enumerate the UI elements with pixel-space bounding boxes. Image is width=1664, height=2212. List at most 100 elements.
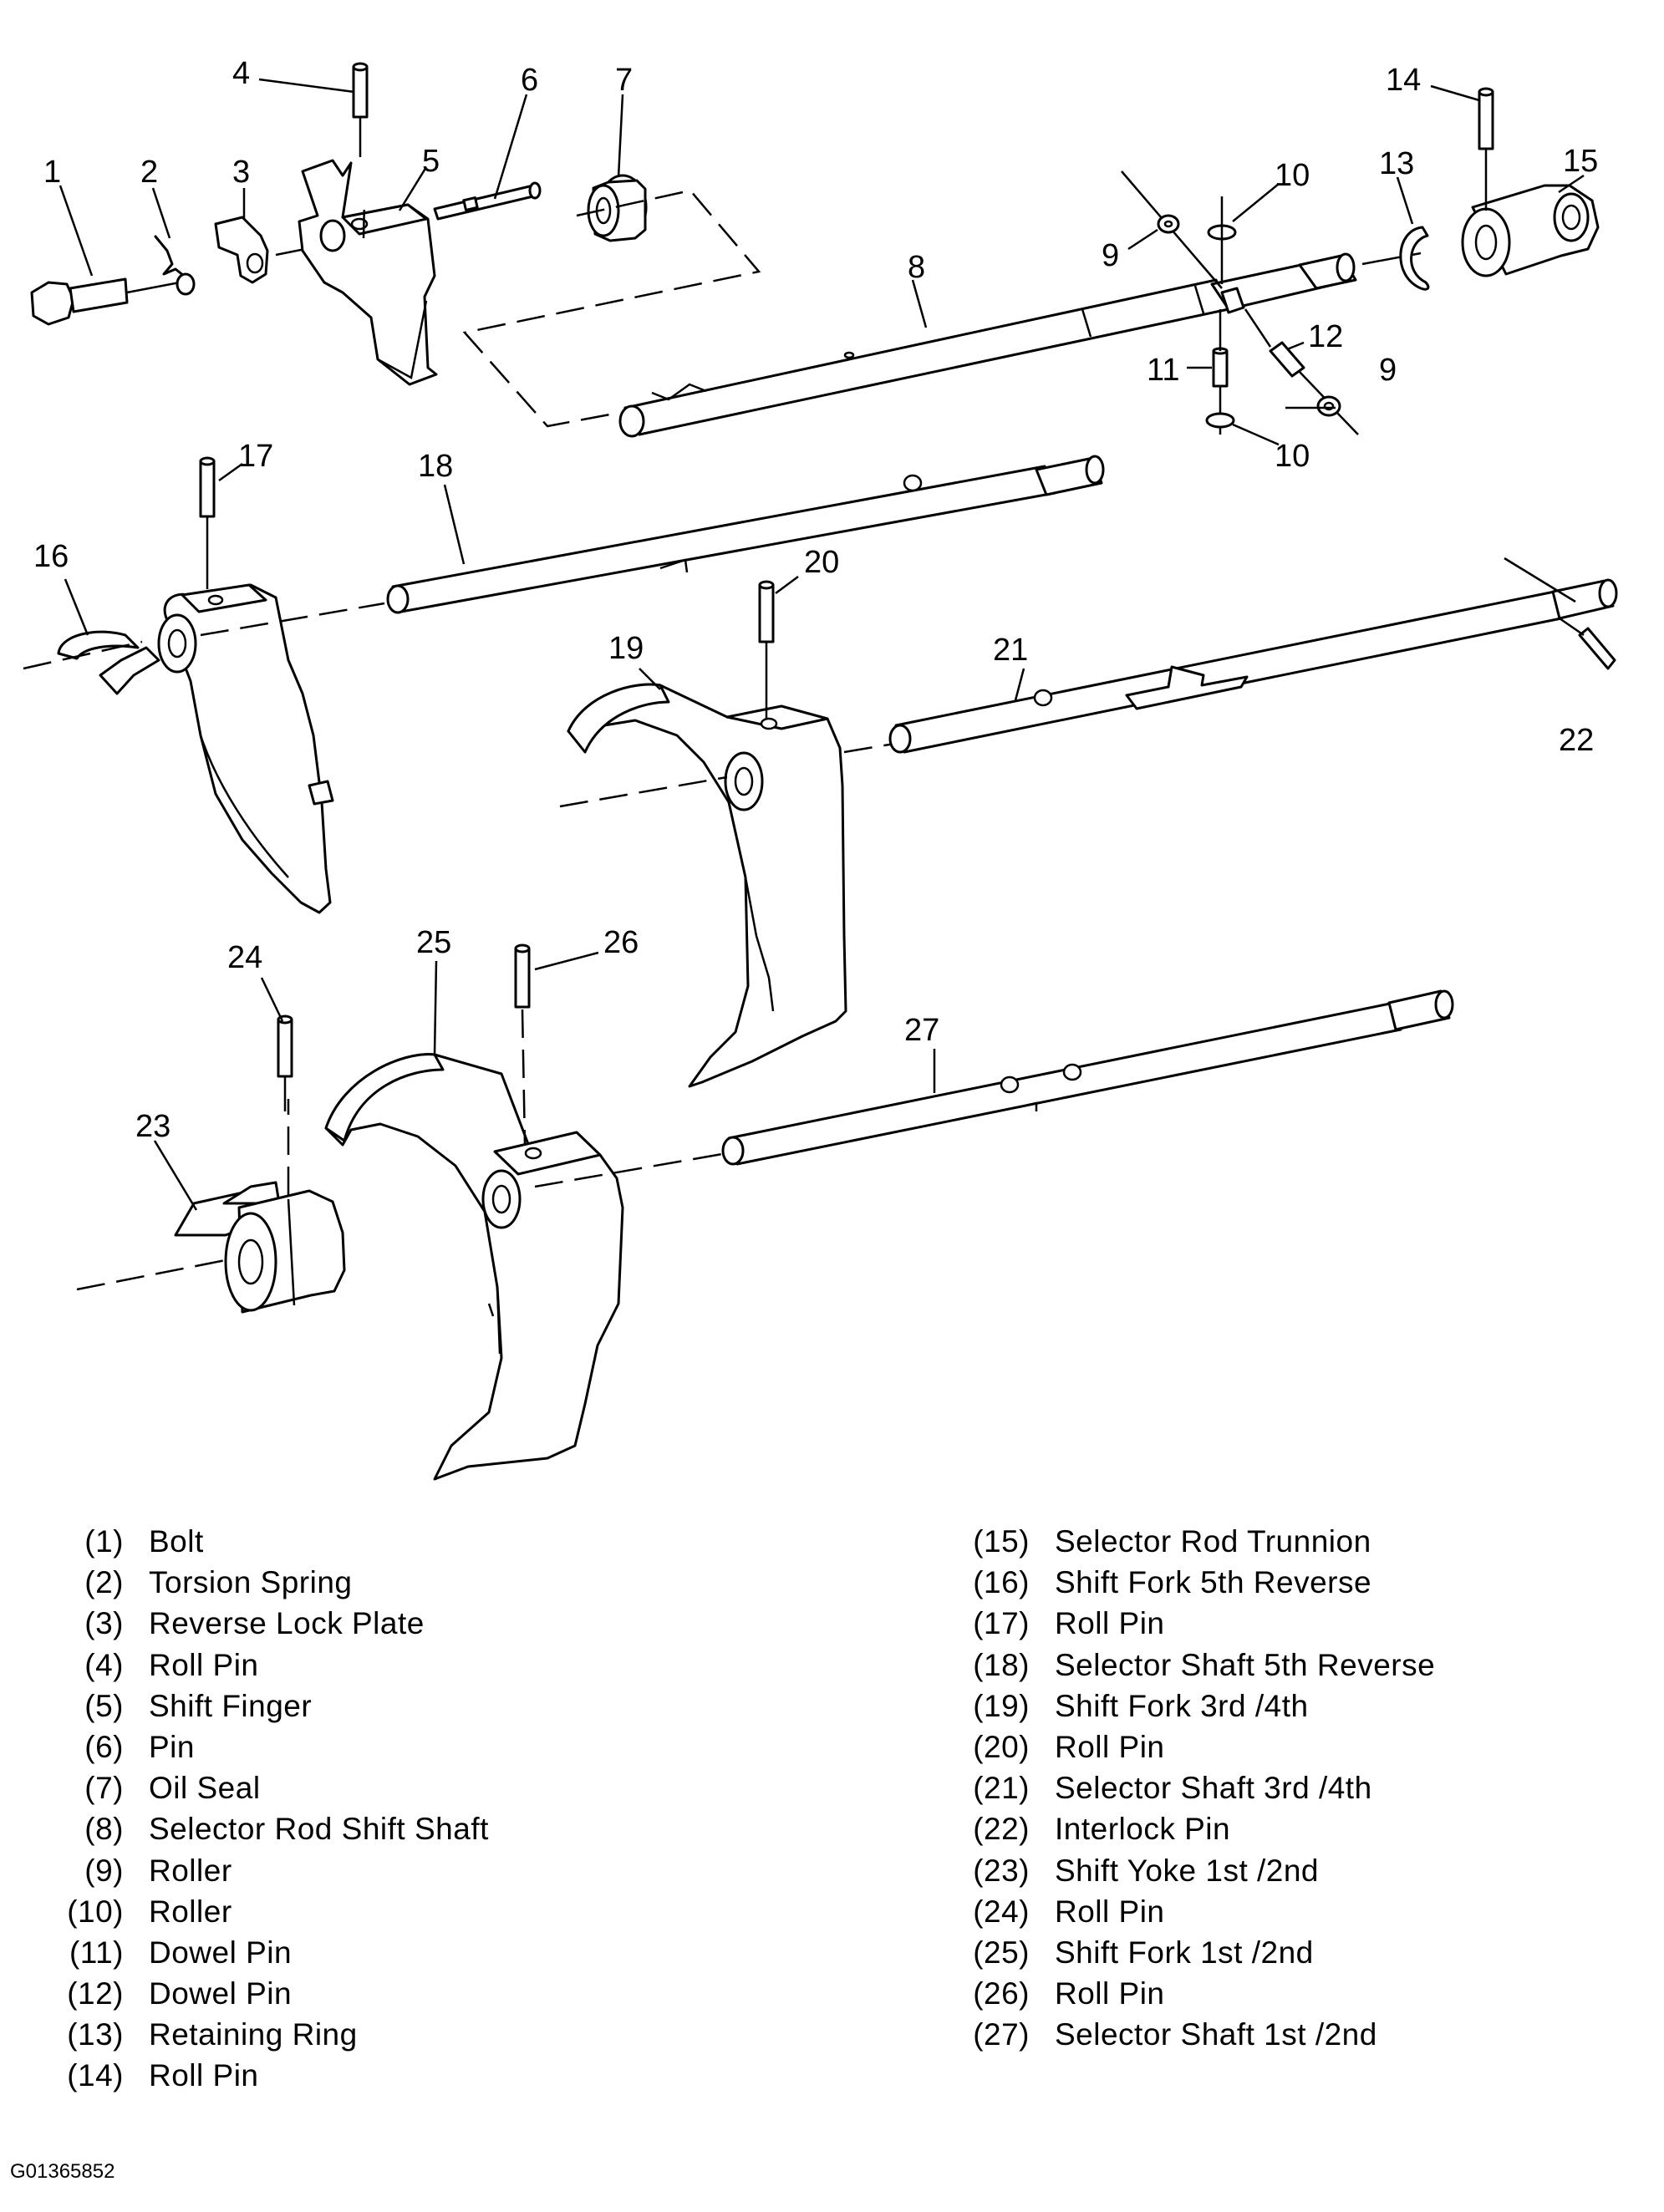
callout-21: 21 (993, 633, 1028, 668)
callout-11: 11 (1147, 353, 1179, 388)
legend-number: (1) (84, 1524, 124, 1559)
legend-item: (9) Roller (37, 1850, 489, 1891)
roller-9-upper-part (1157, 214, 1180, 234)
parts-legend-left: (1) Bolt (2) Torsion Spring (3)Reverse Loc… (37, 1521, 489, 2097)
callout-26: 26 (603, 925, 639, 960)
figure-id: G01365852 (10, 2160, 115, 2183)
legend-item: (6)Pin (37, 1726, 489, 1767)
legend-number: (8) (84, 1812, 124, 1847)
legend-item: (11)Dowel Pin (37, 1932, 489, 1973)
legend-label: Roller (149, 1853, 232, 1888)
legend-item: (22)Interlock Pin (943, 1808, 1435, 1849)
legend-number: (2) (84, 1565, 124, 1600)
parts-legend-right: (15) Selector Rod Trunnion (16) Shift Fork… (943, 1521, 1435, 2055)
selector-rod-trunnion-part (1461, 184, 1600, 277)
legend-item: (2) Torsion Spring (37, 1562, 489, 1603)
roll-pin-17-part (199, 456, 216, 518)
legend-item: (25)Shift Fork 1st /2nd (943, 1932, 1435, 1973)
callout-1: 1 (43, 155, 61, 190)
callout-25: 25 (416, 925, 451, 960)
legend-label: Roll Pin (1055, 1729, 1165, 1764)
legend-item: (26) Roll Pin (943, 1973, 1435, 2014)
legend-label: Dowel Pin (149, 1935, 293, 1970)
legend-number: (16) (973, 1565, 1030, 1600)
legend-item: (1) Bolt (37, 1521, 489, 1562)
callout-14: 14 (1386, 63, 1421, 98)
legend-label: Retaining Ring (149, 2017, 358, 2052)
legend-item: (14)Roll Pin (37, 2055, 489, 2096)
callout-17: 17 (238, 439, 273, 474)
legend-item: (10) Roller (37, 1891, 489, 1932)
callout-12: 12 (1308, 319, 1343, 354)
legend-number: (20) (973, 1729, 1030, 1764)
legend-item: (19)Shift Fork 3rd /4th (943, 1686, 1435, 1726)
legend-item: (3)Reverse Lock Plate (37, 1603, 489, 1644)
legend-item: (5) Shift Finger (37, 1686, 489, 1726)
legend-number: (5) (84, 1688, 124, 1723)
roll-pin-4-part (352, 62, 369, 119)
shift-yoke-1st-2nd-part (174, 1181, 346, 1314)
bolt-part (30, 277, 129, 326)
callout-6: 6 (521, 63, 538, 98)
callout-8: 8 (908, 250, 925, 285)
legend-number: (15) (973, 1524, 1030, 1559)
callout-18: 18 (418, 449, 453, 484)
legend-label: Shift Fork 5th Reverse (1055, 1565, 1372, 1600)
legend-item: (13) Retaining Ring (37, 2014, 489, 2055)
callout-9a: 9 (1102, 238, 1119, 273)
retaining-ring-part (1399, 226, 1430, 291)
callout-23: 23 (135, 1109, 170, 1144)
shift-fork-5th-reverse-part (57, 583, 334, 914)
legend-item: (20) Roll Pin (943, 1726, 1435, 1767)
dowel-pin-11-part (1212, 347, 1229, 388)
legend-label: Roll Pin (1055, 1976, 1165, 2011)
roll-pin-24-part (277, 1014, 293, 1078)
legend-number: (4) (84, 1647, 124, 1682)
legend-item: (23)Shift Yoke 1st /2nd (943, 1850, 1435, 1891)
legend-label: Dowel Pin (149, 1976, 293, 2011)
legend-item: (27)Selector Shaft 1st /2nd (943, 2014, 1435, 2055)
legend-label: Selector Shaft 5th Reverse (1055, 1647, 1436, 1682)
legend-number: (9) (84, 1853, 124, 1888)
shift-mechanism-exploded-view: 1 2 3 4 5 6 7 8 9 9 10 10 11 12 13 14 15… (23, 56, 1618, 1481)
callout-2: 2 (140, 155, 158, 190)
callout-24: 24 (227, 940, 262, 975)
legend-item: (16) Shift Fork 5th Reverse (943, 1562, 1435, 1603)
callout-4: 4 (232, 56, 250, 91)
callout-10b: 10 (1275, 439, 1310, 474)
roller-9-lower-part (1316, 395, 1341, 417)
legend-label: Torsion Spring (149, 1565, 353, 1600)
legend-label: Selector Shaft 3rd /4th (1055, 1771, 1372, 1806)
selector-shaft-1st-2nd-part (721, 989, 1454, 1166)
legend-item: (18)Selector Shaft 5th Reverse (943, 1645, 1435, 1686)
legend-number: (26) (973, 1976, 1030, 2011)
shift-fork-1st-2nd-part (324, 1053, 624, 1481)
legend-number: (6) (84, 1729, 124, 1764)
oil-seal-part (587, 174, 648, 242)
roll-pin-14-part (1478, 87, 1494, 150)
legend-label: Reverse Lock Plate (149, 1606, 425, 1641)
legend-label: Selector Rod Trunnion (1055, 1524, 1371, 1559)
legend-label: Bolt (149, 1524, 204, 1559)
legend-label: Shift Finger (149, 1688, 313, 1723)
legend-number: (7) (84, 1771, 124, 1806)
legend-item: (15) Selector Rod Trunnion (943, 1521, 1435, 1562)
legend-number: (13) (67, 2017, 124, 2052)
legend-number: (10) (67, 1894, 124, 1929)
legend-label: Roller (149, 1894, 232, 1929)
callout-5: 5 (422, 144, 440, 179)
legend-number: (24) (973, 1894, 1030, 1929)
callout-10a: 10 (1275, 158, 1310, 193)
legend-label: Roll Pin (1055, 1606, 1165, 1641)
callout-9b: 9 (1379, 353, 1397, 388)
callout-16: 16 (33, 539, 69, 574)
callout-3: 3 (232, 155, 250, 190)
legend-label: Roll Pin (149, 1647, 259, 1682)
roll-pin-20-part (758, 580, 775, 643)
legend-label: Shift Fork 1st /2nd (1055, 1935, 1314, 1970)
callout-27: 27 (904, 1013, 939, 1048)
legend-number: (23) (973, 1853, 1030, 1888)
callout-19: 19 (608, 631, 644, 666)
reverse-lock-plate-part (214, 216, 269, 284)
